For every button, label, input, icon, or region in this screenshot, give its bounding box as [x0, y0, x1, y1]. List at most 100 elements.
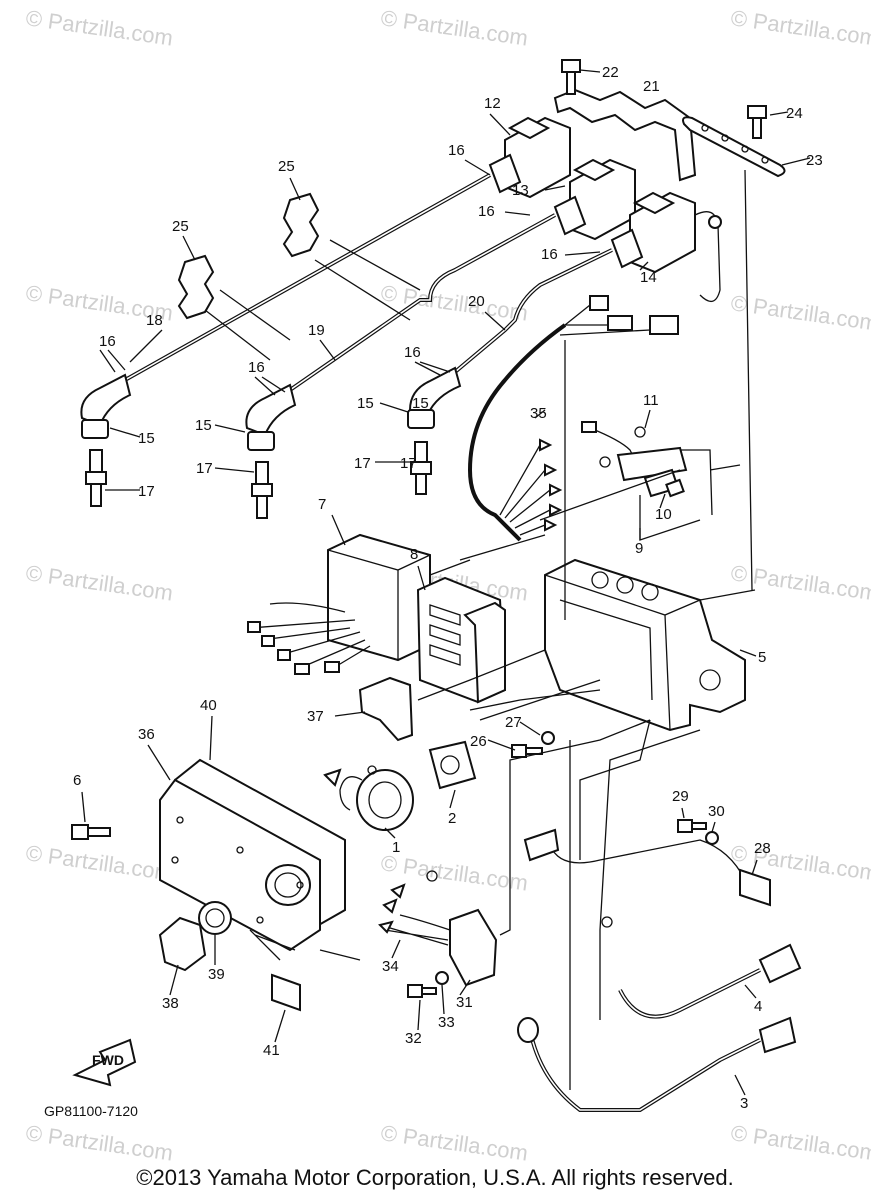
callout: 17	[138, 483, 155, 500]
pulser-31[interactable]	[379, 870, 498, 987]
callout: 33	[438, 1014, 455, 1031]
main-switch-1[interactable]	[323, 765, 414, 831]
callout: 17	[354, 455, 371, 472]
washer-27[interactable]	[541, 731, 555, 745]
ignition-coil-13[interactable]	[553, 158, 636, 241]
high-tension-cord-18[interactable]	[124, 173, 491, 382]
watermark-text: © Partzilla.com	[24, 840, 174, 885]
fwd-label: FWD	[92, 1052, 124, 1068]
ignition-coil-12[interactable]	[488, 116, 571, 199]
callout: 41	[263, 1042, 280, 1059]
callout: 16	[404, 344, 421, 361]
callout: 26	[470, 733, 487, 750]
callout: 35	[530, 405, 547, 422]
callout-leaders	[81, 69, 811, 1096]
callout: 11	[643, 392, 659, 409]
bolt-26[interactable]	[511, 744, 543, 758]
callout: 14	[640, 269, 657, 286]
callout: 1	[392, 839, 400, 856]
clamp-25-lower[interactable]	[177, 254, 215, 320]
label-41[interactable]	[254, 934, 301, 1012]
spark-plug-17-c[interactable]	[410, 441, 432, 495]
electrical-box-5[interactable]	[544, 558, 746, 732]
callout: 32	[405, 1030, 422, 1047]
callout: 36	[138, 726, 155, 743]
wire-harness-35[interactable]	[467, 295, 679, 542]
callout: 18	[146, 312, 163, 329]
watermark-text: © Partzilla.com	[24, 1120, 174, 1165]
bolt-6[interactable]	[71, 824, 111, 840]
bracket-37[interactable]	[358, 676, 414, 742]
callout: 8	[410, 546, 418, 563]
callout: 21	[643, 78, 660, 95]
watermark-text: © Partzilla.com	[729, 1120, 871, 1165]
seal-39[interactable]	[198, 901, 232, 935]
stop-switch-2[interactable]	[428, 740, 477, 790]
clamp-25-upper[interactable]	[282, 192, 320, 258]
callout-layer: 1 2 3 4 5 6 7 8 9 10 11 12 13 14 15 15 1…	[73, 64, 823, 1112]
plug-cap-15-a[interactable]	[80, 373, 132, 439]
callout: 22	[602, 64, 619, 81]
plug-cap-15-b[interactable]	[245, 383, 297, 451]
watermark-text: © Partzilla.com	[379, 1120, 529, 1165]
sensor-28[interactable]	[523, 828, 771, 907]
callout: 37	[307, 708, 324, 725]
callout: 31	[456, 994, 473, 1011]
callout: 25	[278, 158, 295, 175]
watermark-text: © Partzilla.com	[24, 560, 174, 605]
callout: 16	[99, 333, 116, 350]
callout: 24	[786, 105, 803, 122]
relay-8[interactable]	[416, 576, 507, 704]
lead-34[interactable]	[378, 883, 406, 934]
high-tension-cord-20[interactable]	[453, 248, 613, 374]
callout: 16	[478, 203, 495, 220]
cover-36[interactable]	[159, 778, 321, 952]
copyright-notice: ©2013 Yamaha Motor Corporation, U.S.A. A…	[136, 1165, 733, 1190]
watermark-text: © Partzilla.com	[379, 280, 529, 325]
bolt-29[interactable]	[677, 819, 707, 833]
plate-23[interactable]	[682, 116, 786, 178]
callout: 12	[484, 95, 501, 112]
fuse-10[interactable]	[665, 478, 685, 498]
callout: 15	[357, 395, 374, 412]
callout: 16	[541, 246, 558, 263]
coil-bracket-21[interactable]	[553, 88, 697, 182]
callout: 30	[708, 803, 725, 820]
callout: 5	[758, 649, 766, 666]
callout: 16	[248, 359, 265, 376]
callout: 17	[400, 455, 417, 472]
callout: 17	[196, 460, 213, 477]
callout: 9	[635, 540, 643, 557]
callout: 34	[382, 958, 399, 975]
fwd-arrow-icon: FWD	[72, 1038, 137, 1087]
ignition-coil-14[interactable]	[610, 191, 722, 302]
spark-plug-17-b[interactable]	[251, 461, 273, 519]
plug-cap-15-c[interactable]	[407, 366, 462, 429]
cable-4[interactable]	[601, 916, 802, 1019]
washer-33[interactable]	[435, 971, 449, 985]
bolt-24[interactable]	[747, 105, 767, 139]
cap-38[interactable]	[158, 916, 207, 972]
watermark-text: © Partzilla.com	[729, 290, 871, 335]
callout: 16	[448, 142, 465, 159]
watermark-text: © Partzilla.com	[24, 5, 174, 50]
cdi-unit-7[interactable]	[247, 533, 431, 675]
callout: 7	[318, 496, 326, 513]
bolt-22[interactable]	[561, 59, 581, 95]
callout: 27	[505, 714, 522, 731]
callout: 20	[468, 293, 485, 310]
bolt-32[interactable]	[407, 984, 437, 998]
callout: 15	[138, 430, 155, 447]
watermark-text: © Partzilla.com	[379, 5, 529, 50]
watermark-text: © Partzilla.com	[729, 5, 871, 50]
high-tension-cord-19[interactable]	[288, 213, 556, 392]
cable-3[interactable]	[517, 1016, 797, 1112]
callout: 40	[200, 697, 217, 714]
spark-plug-17-a[interactable]	[85, 449, 107, 507]
callout: 25	[172, 218, 189, 235]
callout: 19	[308, 322, 325, 339]
callout: 3	[740, 1095, 748, 1112]
washer-30[interactable]	[705, 831, 719, 845]
lead-wire-11[interactable]	[581, 421, 646, 471]
